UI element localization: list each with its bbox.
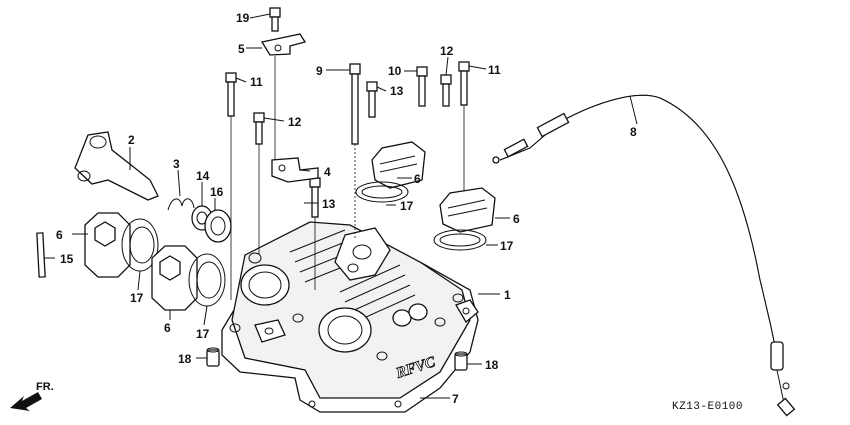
callout-11-right: 11: [488, 63, 501, 77]
leader-lines: [44, 13, 638, 399]
callout-19: 19: [236, 11, 250, 25]
callout-15: 15: [60, 252, 74, 266]
callout-6-upper-right: 6: [414, 172, 421, 186]
front-direction-label: FR.: [36, 381, 54, 393]
callout-6-lower-right: 6: [513, 212, 520, 226]
decompressor-shaft-assembly: [36, 131, 232, 278]
callout-12-right: 12: [440, 44, 454, 58]
callout-2: 2: [128, 133, 135, 147]
callout-3: 3: [173, 157, 180, 171]
callout-17-upper-right: 17: [400, 199, 414, 213]
callout-18-right: 18: [485, 358, 499, 372]
front-direction-indicator: FR.: [10, 381, 54, 411]
callout-1: 1: [504, 288, 511, 302]
callout-17-left: 17: [130, 291, 144, 305]
callout-18-left: 18: [178, 352, 192, 366]
callout-10: 10: [388, 64, 402, 78]
callout-14: 14: [196, 169, 210, 183]
front-arrow-icon: [10, 392, 42, 411]
callout-labels: 19 5 11 12 4 13 9 13 10 12 11 8 2 3 14 1…: [56, 11, 637, 406]
brackets: [260, 33, 319, 183]
bolts: [225, 7, 470, 300]
callout-7: 7: [452, 392, 459, 406]
callout-13-lower: 13: [322, 197, 336, 211]
callout-16: 16: [210, 185, 224, 199]
dowel-pins: [206, 347, 468, 371]
plug-caps: [84, 141, 496, 311]
callout-9: 9: [316, 64, 323, 78]
callout-6-left-upper: 6: [56, 228, 63, 242]
callout-17-left-lower: 17: [196, 327, 210, 341]
callout-8: 8: [630, 125, 637, 139]
cylinder-head-cover: RFVC: [221, 221, 479, 413]
decompressor-cable: [492, 94, 796, 417]
callout-13-upper: 13: [390, 84, 404, 98]
callout-6-left-lower: 6: [164, 321, 171, 335]
callout-17-lower-right: 17: [500, 239, 514, 253]
callout-12-left: 12: [288, 115, 302, 129]
callout-5: 5: [238, 42, 245, 56]
callout-11-left: 11: [250, 75, 263, 89]
diagram-code: KZ13-E0100: [672, 401, 743, 413]
callout-4: 4: [324, 165, 331, 179]
